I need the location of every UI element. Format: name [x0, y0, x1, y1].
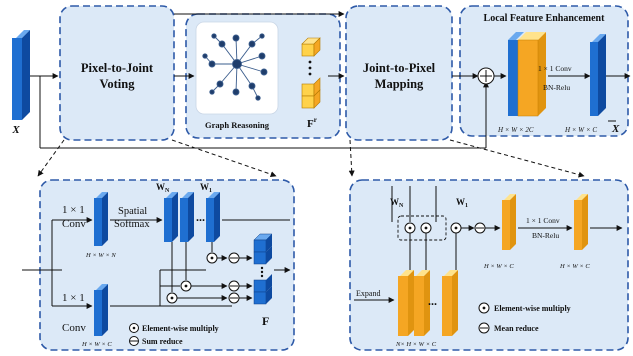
graph-network-icon [202, 33, 268, 101]
br-multiply-group [397, 215, 447, 241]
fr-feature-stack [301, 37, 321, 109]
input-label: X [11, 124, 20, 136]
conv2-b: Conv [62, 322, 86, 334]
concat-tensor-2c [508, 32, 546, 117]
conv1-a: 1 × 1 [62, 204, 85, 216]
weight-map-wn [164, 192, 178, 242]
br-dim-a: H × W × C [483, 263, 514, 270]
mapping-title: Mapping [375, 77, 424, 91]
softmax-label: Softmax [114, 219, 150, 230]
joint-to-pixel-title: Joint-to-Pixel [363, 61, 436, 75]
voting-title: Voting [100, 77, 136, 91]
output-tensor [590, 34, 606, 116]
bn-label-top: BN-Relu [543, 83, 570, 92]
zoom-line-right-b [449, 139, 585, 178]
bl-legend-multiply: Element-wise multiply [142, 324, 219, 333]
pixel-to-joint-title: Pixel-to-Joint [81, 61, 154, 75]
bl-w1-label: W1 [200, 182, 212, 194]
dim-2c-label: H × W × 2C [497, 126, 534, 134]
dim-hwc-left: H × W × C [81, 341, 112, 348]
zoom-line-left-b [171, 139, 277, 178]
dim-c-label: H × W × C [564, 126, 597, 134]
br-bn-label: BN-Relu [532, 231, 559, 240]
joint-to-pixel-panel [345, 5, 453, 141]
br-dim-nhwc: N× H × W × C [395, 341, 437, 348]
bl-legend-sum: Sum reduce [142, 337, 183, 346]
br-legend-multiply: Element-wise multiply [494, 304, 571, 313]
pixel-to-joint-panel [59, 5, 175, 141]
dim-hwn: H × W × N [85, 252, 116, 259]
zoom-line-left-a [37, 139, 65, 177]
conv2-a: 1 × 1 [62, 292, 85, 304]
br-conv-label: 1 × 1 Conv [526, 216, 560, 225]
graph-reasoning-label: Graph Reasoning [205, 120, 270, 130]
conv-label-top: 1 × 1 Conv [538, 64, 572, 73]
conv1-b: Conv [62, 218, 86, 230]
spatial-label: Spatial [118, 206, 147, 217]
attention-map-tensor [94, 192, 108, 246]
lfe-title: Local Feature Enhancement [484, 13, 606, 24]
br-expanded-tensors [398, 270, 458, 336]
bl-dots: ... [196, 210, 205, 224]
weight-map-w1 [206, 192, 220, 242]
output-label: X [611, 123, 620, 135]
br-dots: ... [428, 294, 437, 308]
br-dim-b: H × W × C [559, 263, 590, 270]
br-w1-label: W1 [456, 197, 468, 209]
expand-label: Expand [356, 289, 380, 298]
f-joint-feature-stack [253, 233, 273, 305]
br-yellow-tensor-a [502, 194, 516, 250]
bl-wn-label: WN [156, 182, 170, 194]
feature-tensor-c [94, 284, 108, 336]
br-legend-mean: Mean reduce [494, 324, 539, 333]
f-label: F [262, 314, 269, 328]
weight-map-w2 [180, 192, 194, 242]
fr-label: Fr [307, 116, 317, 130]
br-wn-label: WN [390, 197, 404, 209]
br-yellow-tensor-b [574, 194, 588, 250]
zoom-line-right-a [348, 139, 355, 177]
input-tensor-x [12, 30, 30, 120]
